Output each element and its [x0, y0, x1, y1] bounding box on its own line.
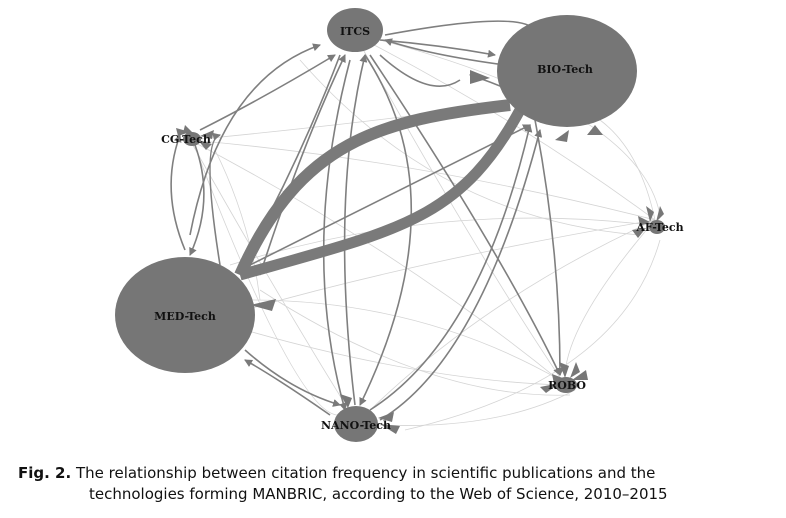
edge	[189, 139, 356, 421]
label-med-tech: MED-Tech	[154, 310, 216, 323]
edge	[564, 219, 656, 386]
arrowhead	[632, 228, 646, 238]
node-itcs	[327, 8, 383, 52]
label-itcs: ITCS	[340, 25, 370, 38]
arrowhead	[570, 362, 580, 378]
edge	[229, 217, 651, 266]
edge	[259, 54, 346, 276]
edge	[170, 134, 186, 251]
node-robo	[555, 377, 577, 393]
edge	[259, 289, 571, 396]
label-af-tech: AF-Tech	[635, 221, 683, 234]
caption-line-2: technologies forming MANBRIC, according …	[89, 485, 668, 503]
nodes	[115, 8, 665, 442]
edge	[189, 139, 566, 386]
arrowhead	[380, 424, 400, 434]
edge	[214, 149, 261, 301]
thick-edges	[234, 99, 525, 281]
edge	[189, 144, 205, 256]
label-bio-tech: BIO-Tech	[537, 63, 593, 76]
edge	[404, 239, 661, 431]
edge	[379, 389, 576, 426]
arrowhead	[540, 383, 560, 393]
label-nano-tech: NANO-Tech	[321, 419, 391, 432]
edge	[322, 59, 351, 411]
edge	[384, 20, 536, 36]
label-robo: ROBO	[548, 379, 586, 392]
edge	[199, 54, 336, 131]
edge	[199, 159, 341, 416]
edge	[244, 329, 561, 386]
arrowhead	[587, 125, 603, 135]
arrowhead	[555, 130, 569, 142]
edge-med-bio-upper	[234, 99, 511, 278]
arrowhead	[200, 130, 214, 139]
label-cg-tech: CG-Tech	[161, 133, 211, 146]
weak-edges	[189, 34, 661, 431]
edge	[299, 59, 641, 236]
node-labels: ITCS BIO-Tech CG-Tech AF-Tech MED-Tech R…	[154, 25, 683, 432]
node-cg-tech	[183, 132, 201, 146]
node-nano-tech	[334, 406, 378, 442]
edge	[354, 34, 566, 386]
arrowhead	[572, 370, 588, 380]
arrowhead	[646, 206, 654, 222]
figure-caption: Fig. 2. The relationship between citatio…	[18, 463, 778, 505]
edge	[244, 359, 331, 416]
node-med-tech	[115, 257, 255, 373]
edge-med-bio-lower	[238, 107, 525, 281]
edge	[343, 54, 368, 406]
node-af-tech	[649, 220, 665, 234]
node-bio-tech	[497, 15, 637, 127]
arrowhead	[638, 216, 650, 226]
edge	[239, 124, 531, 271]
edge	[209, 132, 221, 266]
edge	[379, 39, 496, 58]
arrowhead	[559, 362, 569, 378]
caption-line-1: The relationship between citation freque…	[75, 464, 656, 482]
arrowhead	[340, 394, 352, 408]
arrowhead	[198, 140, 212, 150]
arrowhead	[378, 412, 394, 422]
edge	[599, 119, 656, 221]
figure-label: Fig. 2.	[18, 464, 72, 482]
arrowhead	[176, 128, 190, 136]
edge	[249, 299, 561, 381]
edge	[379, 54, 461, 87]
edge	[244, 219, 656, 311]
edge	[369, 124, 533, 411]
edge	[359, 219, 656, 421]
arrowhead	[250, 299, 276, 311]
citation-network-diagram: ITCS BIO-Tech CG-Tech AF-Tech MED-Tech R…	[115, 8, 684, 442]
edge	[384, 38, 506, 66]
arrowhead	[470, 70, 490, 84]
edge	[189, 139, 656, 221]
edge	[534, 119, 564, 376]
edge	[244, 349, 341, 407]
arrowhead	[656, 206, 664, 222]
edge	[369, 54, 561, 376]
edge	[379, 129, 543, 421]
